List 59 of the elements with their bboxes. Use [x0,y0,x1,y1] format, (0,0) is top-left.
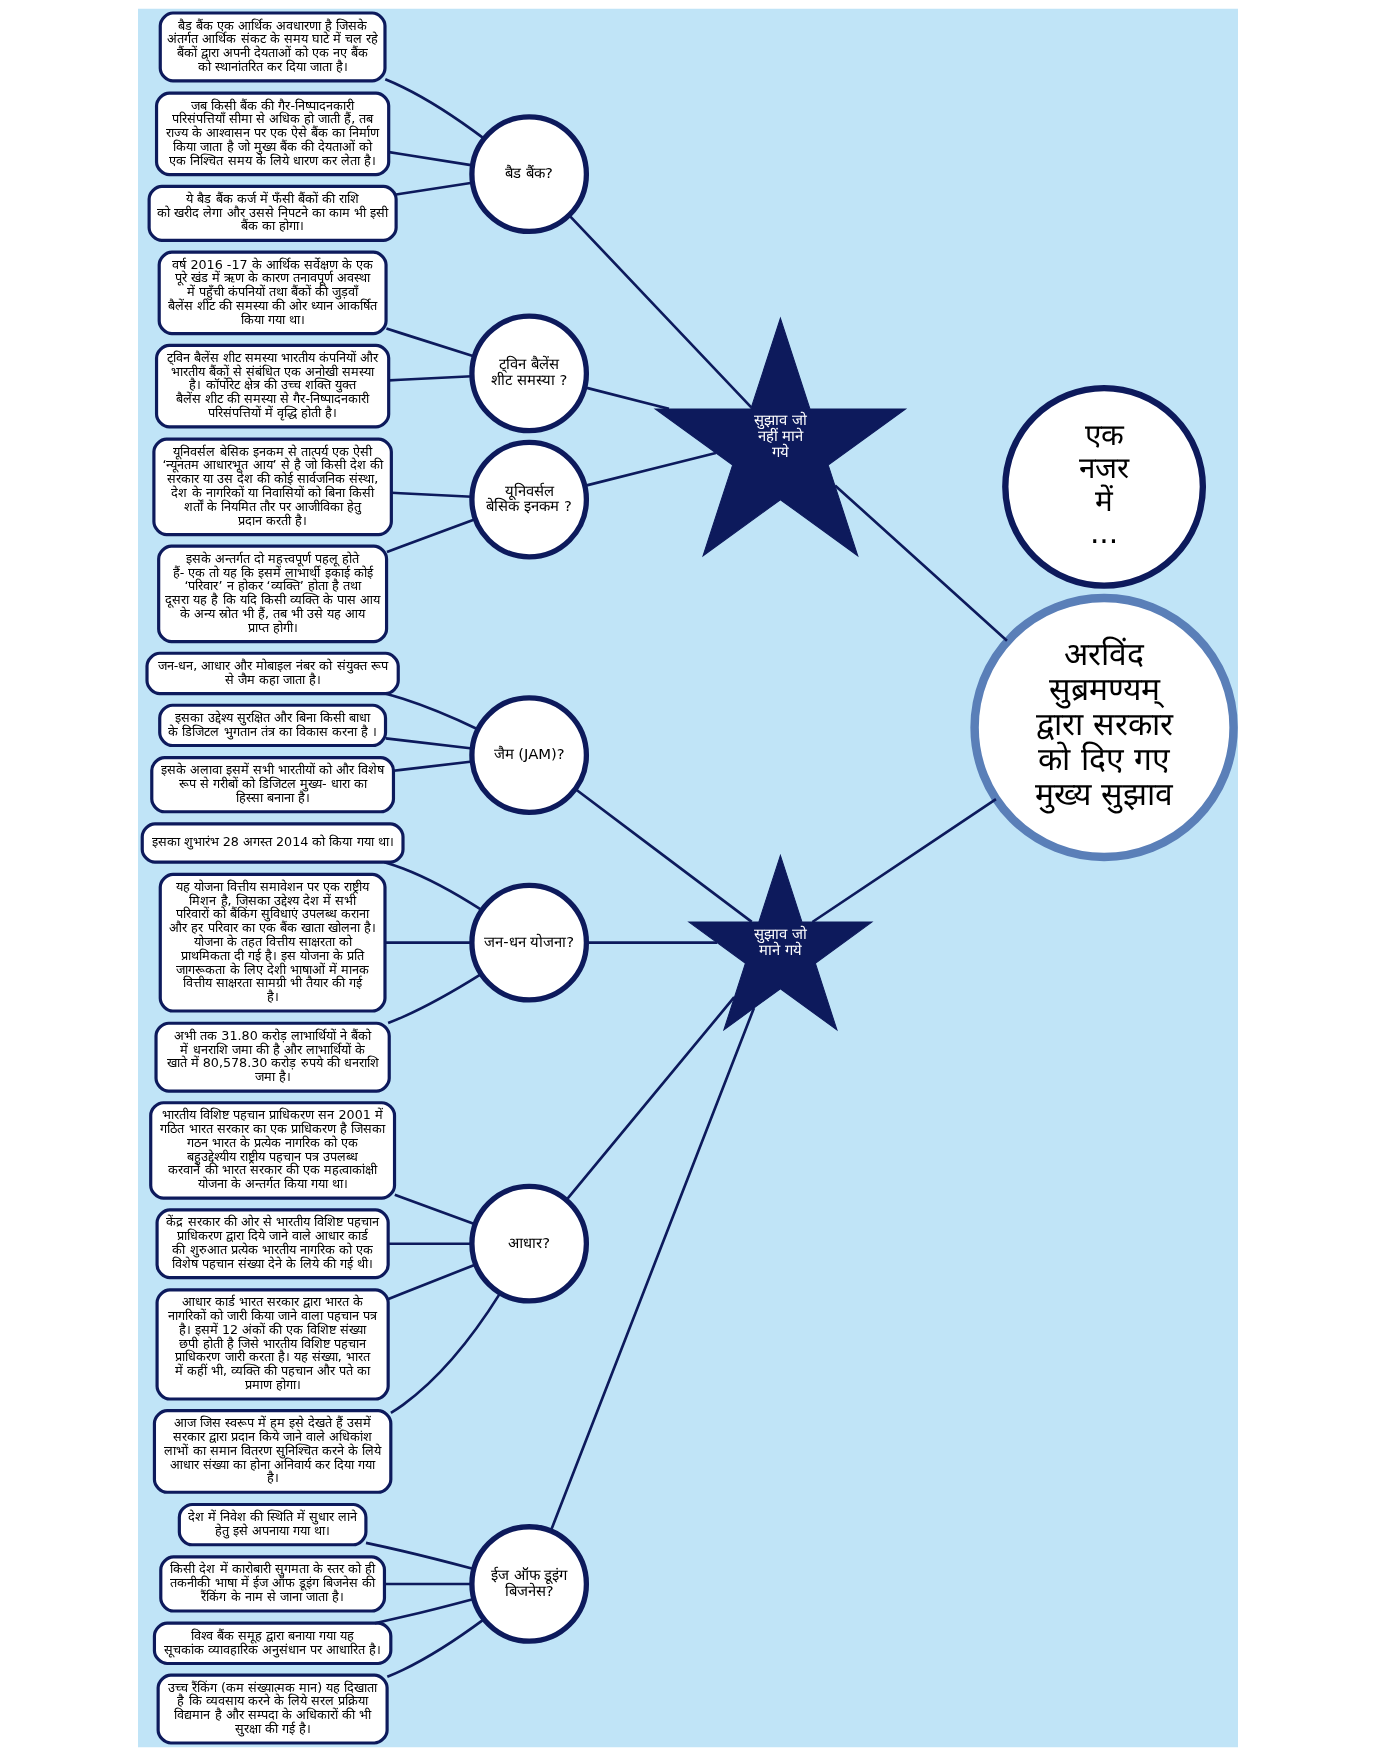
node-circle: जैम (JAM)? [468,695,589,815]
node-box: ट्विन बैलेंस शीट समस्या भारतीय कंपनियों और भारतीय बैंकों से संबंधित एक अनोखी समस्या है। कॉर्पोरेट क्षेत्र की उच्च शक्ति युक्त बैलेंस शीट की समस्या से गैर-निष्पादनकारी परिसंपत्तियों में वृद्धि होती है। [154,343,390,429]
connector [387,972,482,1025]
node-box: इसके अन्तर्गत दो महत्त्वपूर्ण पहलू होते हैं- एक तो यह कि इसमें लाभार्थी इकाई कोई ‘परिवार’ न होकर ‘व्यक्ति’ होता है तथा दूसरा यह है कि यदि किसी व्यक्ति के पास आय के अन्य स्रोत भी हैं, तब भी उसे यह आय प्राप्त होगी। [156,544,388,644]
connector [565,996,735,1201]
connector [384,78,485,140]
connector [391,491,472,499]
connector [384,941,472,944]
node-box: जब किसी बैंक की गैर-निष्पादनकारी परिसंपत्तियाँ सीमा से अधिक हो जाती हैं, तब राज्य के आश्वासन पर एक ऐसे बैंक का निर्माण किया जाता है जो मुख्य बैंक की देयताओं को एक निश्चित समय के लिये धारण कर लेता है। [154,91,390,177]
connector [567,214,752,409]
node-box: देश में निवेश की स्थिति में सुधार लाने हेतु इसे अपनाया गया था। [177,1502,367,1547]
connector [586,941,717,944]
node-circle: बैड बैंक? [468,114,589,235]
connector [383,860,483,912]
node-box: इसके अलावा इसमें सभी भारतीयों को और विशेष रूप से गरीबों को डिजिटल मुख्य- धारा का हिस्सा बनाना है। [149,756,395,814]
connector [574,788,753,923]
node-box: आज जिस स्वरूप में हम इसे देखते हैं उसमें सरकार द्वारा प्रदान किये जाने वाले अधिकांश लाभों का समान वितरण सुनिश्चित करने के लिये आधार संख्या का होना अनिवार्य कर दिया गया है। [152,1409,392,1494]
node-box: इसका उद्देश्य सुरक्षित और बिना किसी बाधा के डिजिटल भुगतान तंत्र का विकास करना है । [157,703,387,748]
connector [384,1582,472,1586]
node-box: ये बैड बैंक कर्ज में फँसी बैंकों की राशि को खरीद लेगा और उससे निपटने का काम भी इसी बैंक का होगा। [147,184,398,242]
node-box: इसका शुभारंभ 28 अगस्त 2014 को किया गया था। [140,822,405,864]
node-circle: यूनिवर्सल बेसिक इनकम ? [468,439,589,560]
connector [549,1007,755,1532]
node-box: भारतीय विशिष्ट पहचान प्राधिकरण सन 2001 में गठित भारत सरकार का एक प्राधिकरण है जिसका गठन भारत के प्रत्येक नागरिक को एक बहुउद्देश्यीय राष्ट्रीय पहचान पत्र उपलब्ध करवाने की भारत सरकार की एक महत्वाकांक्षी योजना के अन्तर्गत किया गया था। [148,1101,396,1200]
node-box: वर्ष 2016 -17 के आर्थिक सर्वेक्षण के एक पूरे खंड में ऋण के कारण तनावपूर्ण अवस्था में पहुँची कंपनियों तथा बैंकों की जुड़वाँ बैलेंस शीट की समस्या की ओर ध्यान आकर्षित किया गया था। [157,250,388,336]
connector [388,150,473,167]
connector [373,1597,474,1625]
node-box: यह योजना वित्तीय समावेशन पर एक राष्ट्रीय मिशन है, जिसका उद्देश्य देश में सभी परिवारों को बैंकिंग सुविधाएं उपलब्ध कराना और हर परिवार का एक बैंक खाता खोलना है। योजना के तहत वित्तीय साक्षरता को प्राथमिकता दी गई है। इस योजना के प्रति जागरूकता के लिए देशी भाषाओं में मानक वित्तीय साक्षरता सामग्री भी तैयार की गई है। [158,872,387,1013]
node-box: आधार कार्ड भारत सरकार द्वारा भारत के नागरिकों को जारी किया जाने वाला पहचान पत्र है। इसमें 12 अंकों की एक विशिष्ट संख्या छपी होती है जिसे भारतीय विशिष्ट पहचान प्राधिकरण जारी करता है। यह संख्या, भारत में कहीं भी, व्यक्ति की पहचान और पते का प्रमाण होगा। [155,1288,390,1401]
connector [365,1541,474,1571]
connector [384,692,478,731]
connector [392,760,472,773]
connector [387,1242,472,1246]
connector [395,181,472,196]
node-box: यूनिवर्सल बेसिक इनकम से तात्पर्य एक ऐसी ‘न्यूनतम आधारभूत आय’ से है जो किसी देश की सरकार या उस देश की कोई सार्वजनिक संस्था, देश के नागरिकों या निवासियों को बिना किसी शर्तों के नियमित तौर पर आजीविका हेतु प्रदान करती है। [151,437,393,537]
connector [584,386,669,411]
connector [387,1263,476,1301]
connector [393,1193,475,1226]
connector [388,374,472,382]
node-circle: जन-धन योजना? [468,882,589,1003]
connector [811,798,997,924]
connector [385,737,472,750]
node-circle: अरविंद सुब्रमण्यम् द्वारा सरकार को दिए गए मुख्य सुझाव [969,593,1238,862]
connector [833,484,1008,642]
node-box: जन-धन, आधार और मोबाइल नंबर को संयुक्त रूप से जैम कहा जाता है। [144,651,400,696]
node-circle: ईज ऑफ डूइंग बिजनेस? [468,1524,589,1644]
node-box: उच्च रैंकिंग (कम संख्यात्मक मान) यह दिखाता है कि व्यवसाय करने के लिये सरल प्रक्रिया विद्यमान है और सम्पदा के अधिकारों की भी सुरक्षा की गई है। [156,1673,389,1745]
node-circle: ट्विन बैलेंस शीट समस्या ? [468,313,589,434]
node-circle: एक नजर में ... [1001,384,1206,589]
node-box: किसी देश में कारोबारी सुगमता के स्तर को ही तकनीकी भाषा में ईज ऑफ डूइंग बिजनेस की रैंकिंग के नाम से जाना जाता है। [158,1555,386,1613]
connector [389,1292,501,1414]
connector [385,518,476,554]
node-box: विश्व बैंक समूह द्वारा बनाया गया यह सूचकांक व्यावहारिक अनुसंधान पर आधारित है। [152,1621,392,1666]
connector [385,327,475,358]
connector [386,1618,485,1679]
node-box: अभी तक 31.80 करोड़ लाभार्थियों ने बैंको में धनराशि जमा की है और लाभार्थियों के खाते में 80,578.30 करोड़ रुपये की धनराशि जमा है। [153,1021,391,1093]
node-box: बैड बैंक एक आर्थिक अवधारणा है जिसके अंतर्गत आर्थिक संकट के समय घाटे में चल रहे बैंकों द्वारा अपनी देयताओं को एक नए बैंक को स्थानांतरित कर दिया जाता है। [158,11,387,83]
node-box: केंद्र सरकार की ओर से भारतीय विशिष्ट पहचान प्राधिकरण द्वारा दिये जाने वाले आधार कार्ड की शुरुआत प्रत्येक भारतीय नागरिक को एक विशेष पहचान संख्या देने के लिये की गई थी। [155,1208,390,1280]
node-circle: आधार? [468,1183,589,1304]
